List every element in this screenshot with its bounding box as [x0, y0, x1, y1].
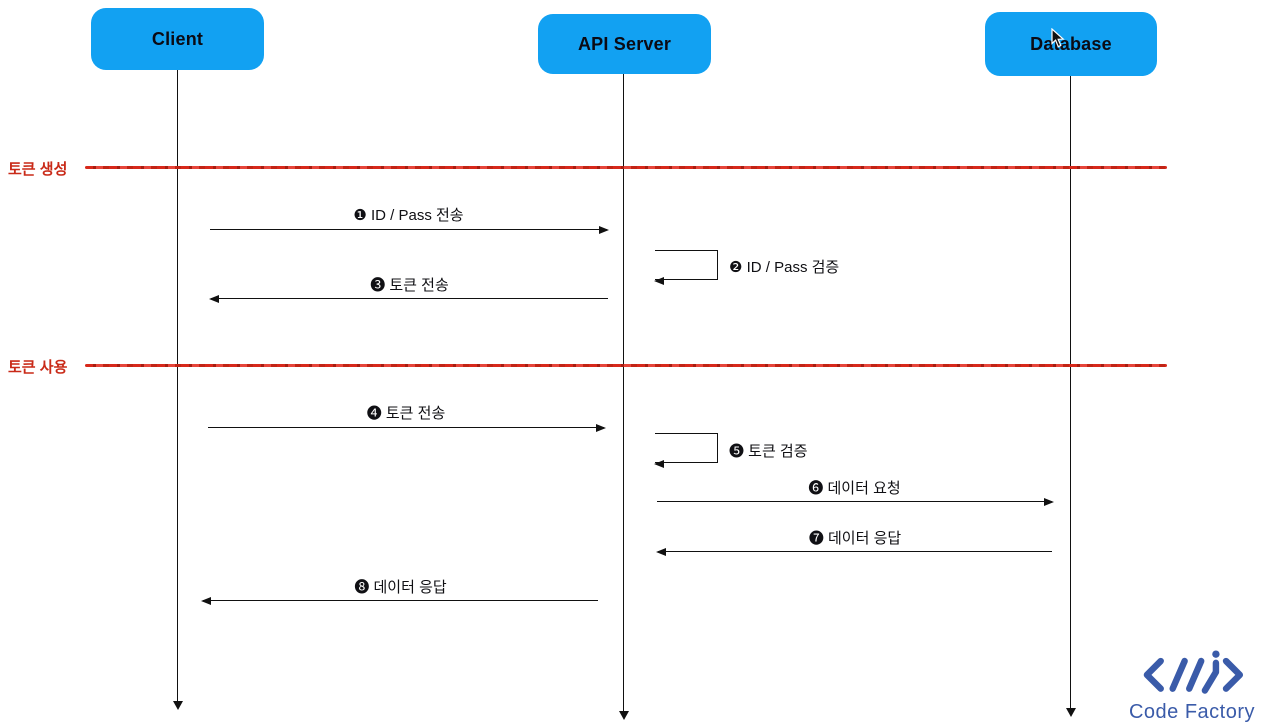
lifeline-api-server: [623, 74, 624, 715]
actor-box-database: Database: [985, 12, 1157, 76]
code-factory-logo: Code Factory: [1122, 650, 1262, 724]
message-label-6-data-request: ❻ 데이터 요청: [808, 480, 901, 497]
actor-label-api-server: API Server: [577, 33, 672, 54]
message-selfloop-5: [654, 433, 718, 468]
message-arrow-1: [210, 226, 609, 234]
message-label-4-token-send: ❹ 토큰 전송: [366, 405, 446, 422]
message-selfloop-2: [654, 250, 718, 285]
message-arrow-7: [656, 548, 1052, 556]
lifeline-database: [1070, 76, 1071, 712]
message-label-8-data-response: ❽ 데이터 응답: [354, 579, 447, 596]
mouse-cursor-icon: [1051, 28, 1065, 48]
message-arrow-4: [208, 424, 606, 432]
section-line-token-creation: [85, 166, 1167, 169]
section-line-token-usage: [85, 364, 1167, 367]
message-label-3-token-send: ❸ 토큰 전송: [370, 277, 449, 294]
message-arrow-3: [209, 295, 608, 303]
section-label-token-creation: 토큰 생성: [8, 161, 68, 178]
lifeline-api-server-arrowhead-icon: [619, 711, 629, 720]
message-label-5-token-verify: ❺ 토큰 검증: [729, 443, 808, 460]
message-arrow-8: [201, 597, 598, 605]
actor-box-api-server: API Server: [538, 14, 711, 74]
actor-label-database: Database: [1030, 33, 1112, 54]
message-label-7-data-response: ❼ 데이터 응답: [808, 530, 902, 547]
actor-box-client: Client: [91, 8, 264, 70]
actor-label-client: Client: [151, 28, 204, 49]
code-factory-logo-text: Code Factory: [1128, 701, 1256, 723]
lifeline-client-arrowhead-icon: [173, 701, 183, 710]
lifeline-database-arrowhead-icon: [1066, 708, 1076, 717]
message-arrow-6: [657, 498, 1054, 506]
lifeline-client: [177, 70, 178, 705]
message-label-2-id-pass-verify: ❷ ID / Pass 검증: [729, 259, 840, 276]
message-label-1-id-pass-send: ❶ ID / Pass 전송: [353, 207, 464, 224]
code-factory-logo-mark-icon: [1143, 650, 1244, 694]
section-label-token-usage: 토큰 사용: [8, 359, 68, 376]
